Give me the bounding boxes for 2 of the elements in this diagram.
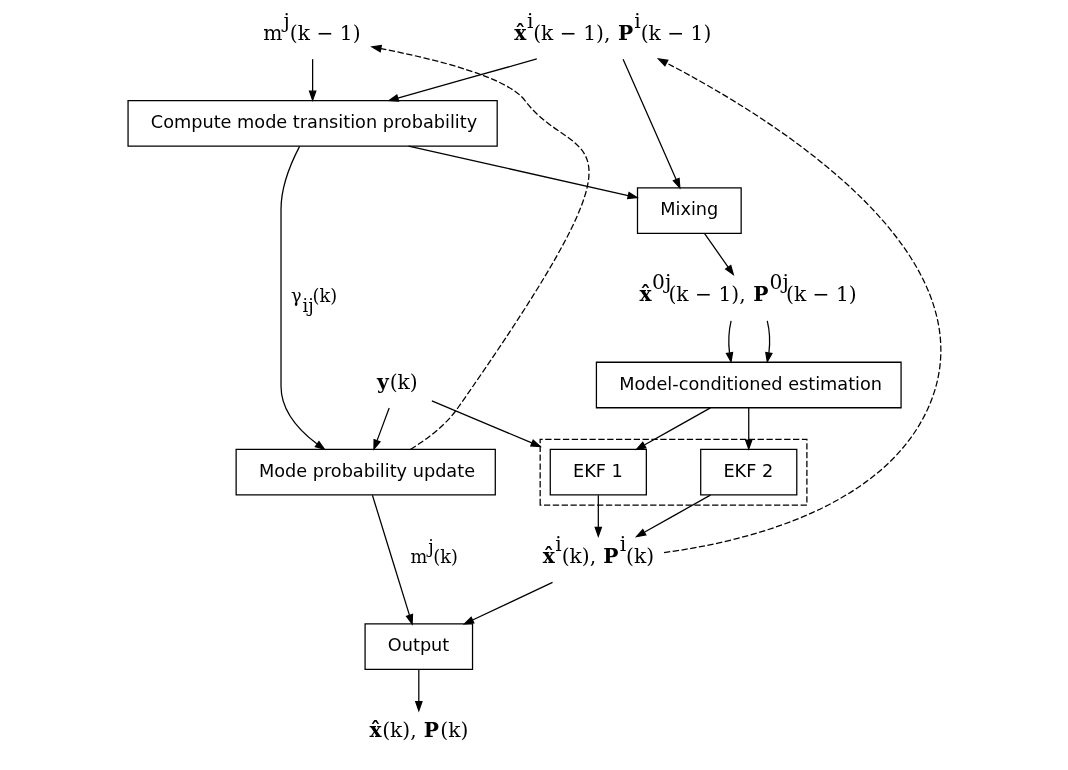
node-text: y(k) [376,369,418,394]
node-text: x̂(k), P(k) [369,718,468,743]
